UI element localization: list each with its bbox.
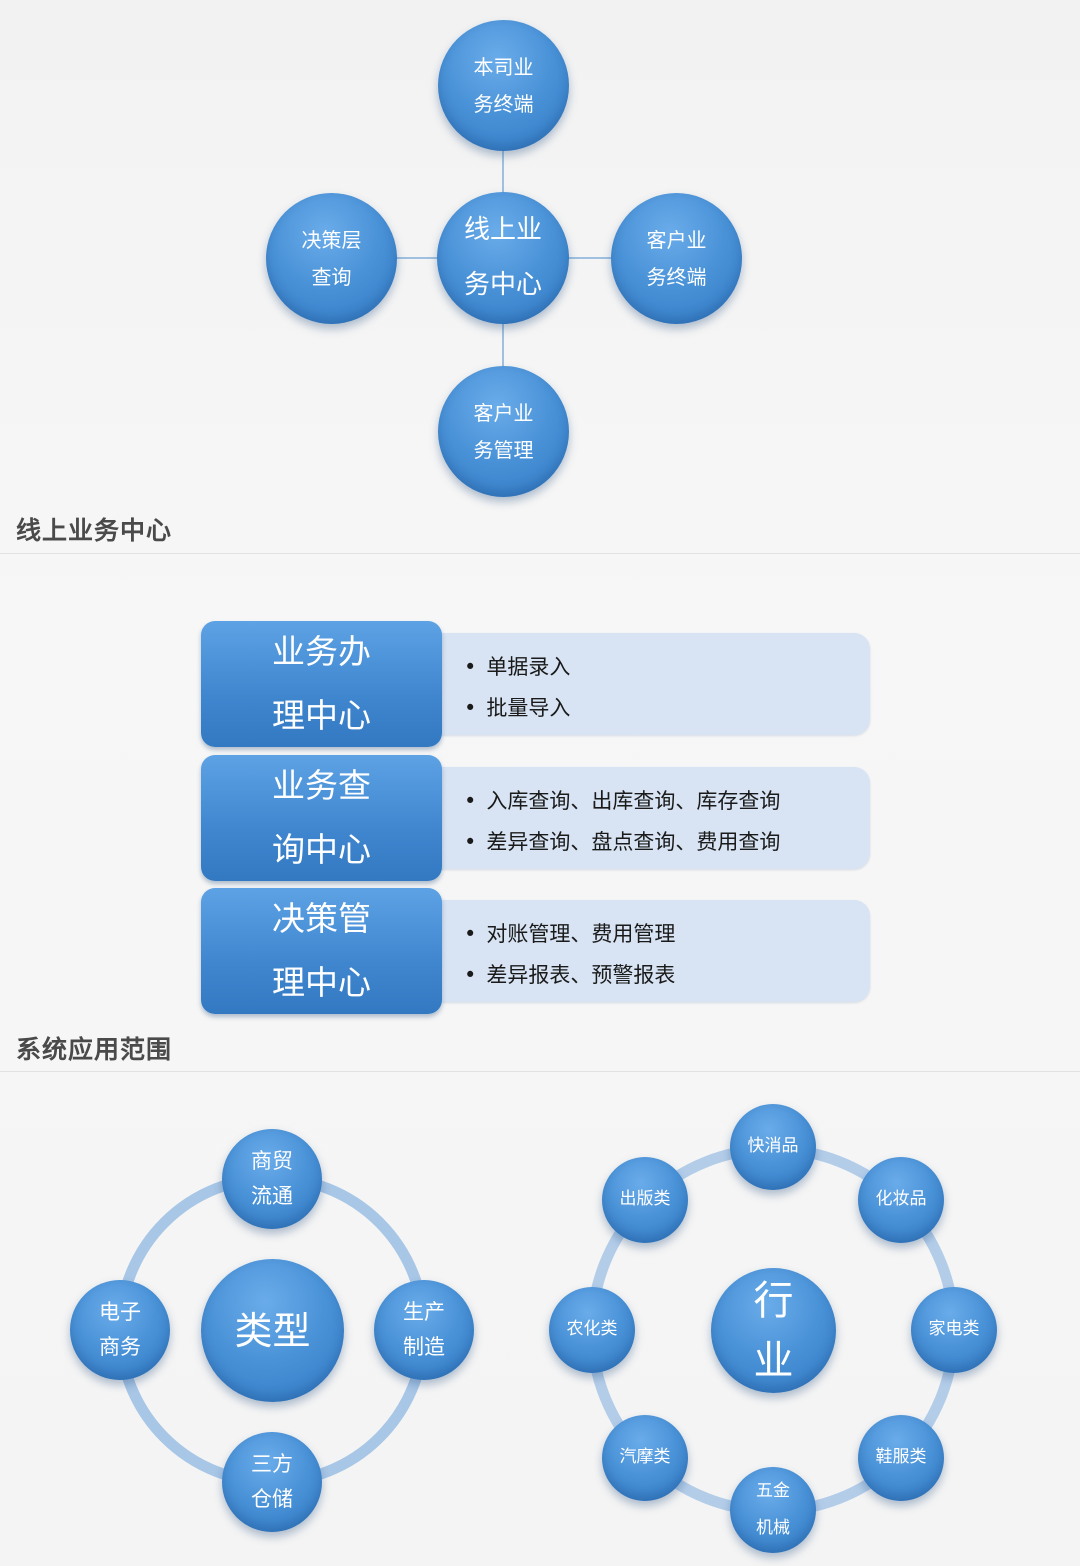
panel-body-decision-management: 对账管理、费用管理 差异报表、预警报表 bbox=[436, 900, 870, 1002]
node-industry-agrochem: 农化类 bbox=[549, 1287, 635, 1373]
node-decision-query: 决策层 查询 bbox=[266, 193, 397, 324]
panel-tab-decision-management: 决策管 理中心 bbox=[201, 888, 442, 1014]
node-label: 化妆品 bbox=[875, 1189, 927, 1210]
feature-item: 差异报表、预警报表 bbox=[464, 955, 870, 996]
node-type-3pl-warehouse: 三方 仓储 bbox=[222, 1432, 322, 1532]
node-online-business-center: 线上业 务中心 bbox=[437, 192, 569, 324]
feature-item: 入库查询、出库查询、库存查询 bbox=[464, 781, 870, 822]
panel-tab-line1: 决策管 bbox=[272, 898, 371, 938]
node-label-line1: 客户业 bbox=[473, 400, 534, 425]
node-label-line1: 电子 bbox=[99, 1300, 141, 1325]
node-label: 出版类 bbox=[619, 1189, 671, 1210]
node-label-line2: 查询 bbox=[311, 264, 352, 289]
node-label-line2: 制造 bbox=[403, 1335, 445, 1359]
feature-item: 单据录入 bbox=[464, 647, 870, 688]
node-label-line1: 本司业 bbox=[473, 54, 534, 79]
node-industry-auto: 汽摩类 bbox=[602, 1415, 688, 1501]
node-label-line1: 行 bbox=[753, 1277, 794, 1324]
node-label-line2: 务中心 bbox=[463, 270, 542, 300]
node-type-trade: 商贸 流通 bbox=[222, 1129, 322, 1229]
feature-item: 批量导入 bbox=[464, 688, 870, 729]
node-label-line2: 务终端 bbox=[646, 264, 707, 289]
node-type-ecommerce: 电子 商务 bbox=[70, 1280, 170, 1380]
panel-tab-line1: 业务查 bbox=[272, 765, 371, 805]
feature-list: 入库查询、出库查询、库存查询 差异查询、盘点查询、费用查询 bbox=[436, 767, 870, 863]
node-label-line2: 仓储 bbox=[251, 1487, 293, 1511]
node-label-line1: 五金 bbox=[756, 1480, 790, 1501]
panel-tab-line2: 理中心 bbox=[272, 963, 371, 1002]
feature-list: 对账管理、费用管理 差异报表、预警报表 bbox=[436, 900, 870, 996]
feature-list: 单据录入 批量导入 bbox=[436, 633, 870, 729]
node-industry-center: 行 业 bbox=[711, 1268, 836, 1393]
node-customer-business-management: 客户业 务管理 bbox=[438, 366, 569, 497]
node-label-line1: 生产 bbox=[403, 1300, 445, 1325]
node-label-line2: 流通 bbox=[251, 1184, 293, 1208]
panel-body-business-handling: 单据录入 批量导入 bbox=[436, 633, 870, 735]
panel-body-business-query: 入库查询、出库查询、库存查询 差异查询、盘点查询、费用查询 bbox=[436, 767, 870, 869]
node-customer-business-terminal: 客户业 务终端 bbox=[611, 193, 742, 324]
node-label: 类型 bbox=[234, 1308, 311, 1353]
node-label-line1: 决策层 bbox=[301, 227, 362, 252]
node-label-line2: 商务 bbox=[99, 1335, 141, 1359]
node-label-line1: 三方 bbox=[251, 1452, 293, 1477]
node-label-line1: 线上业 bbox=[463, 215, 542, 246]
node-own-business-terminal: 本司业 务终端 bbox=[438, 20, 569, 151]
section-divider bbox=[0, 553, 1080, 554]
node-label-line1: 商贸 bbox=[251, 1149, 293, 1174]
node-industry-publishing: 出版类 bbox=[602, 1157, 688, 1243]
node-industry-cosmetics: 化妆品 bbox=[858, 1157, 944, 1243]
node-label: 家电类 bbox=[928, 1319, 980, 1340]
node-label: 汽摩类 bbox=[619, 1447, 671, 1468]
feature-item: 对账管理、费用管理 bbox=[464, 914, 870, 955]
node-label-line2: 业 bbox=[753, 1337, 794, 1384]
section-title-online-center: 线上业务中心 bbox=[16, 516, 173, 545]
node-label-line2: 务管理 bbox=[473, 437, 534, 462]
node-type-manufacturing: 生产 制造 bbox=[374, 1280, 474, 1380]
node-label: 农化类 bbox=[566, 1319, 618, 1340]
section-title-application-scope: 系统应用范围 bbox=[16, 1035, 173, 1064]
node-industry-fmcg: 快消品 bbox=[730, 1104, 816, 1190]
node-industry-hardware: 五金 机械 bbox=[730, 1467, 816, 1553]
node-label: 快消品 bbox=[747, 1136, 799, 1157]
node-industry-appliances: 家电类 bbox=[911, 1287, 997, 1373]
panel-tab-line2: 询中心 bbox=[272, 830, 371, 869]
panel-tab-line2: 理中心 bbox=[272, 696, 371, 735]
panel-tab-line1: 业务办 bbox=[272, 631, 371, 671]
feature-item: 差异查询、盘点查询、费用查询 bbox=[464, 822, 870, 863]
hub-connectors bbox=[396, 150, 612, 367]
section-divider bbox=[0, 1071, 1080, 1072]
node-label-line2: 机械 bbox=[756, 1518, 790, 1538]
node-label-line2: 务终端 bbox=[473, 91, 534, 116]
node-label: 鞋服类 bbox=[875, 1447, 927, 1468]
panel-tab-business-query: 业务查 询中心 bbox=[201, 755, 442, 881]
node-label-line1: 客户业 bbox=[646, 227, 707, 252]
node-type-center: 类型 bbox=[201, 1259, 344, 1402]
node-industry-apparel: 鞋服类 bbox=[858, 1415, 944, 1501]
panel-tab-business-handling: 业务办 理中心 bbox=[201, 621, 442, 747]
